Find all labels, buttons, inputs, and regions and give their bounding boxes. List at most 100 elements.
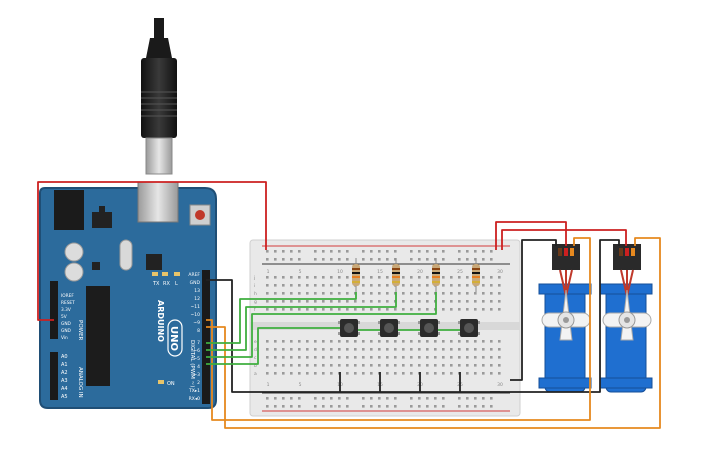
breadboard-hole[interactable] — [434, 397, 437, 400]
breadboard-hole[interactable] — [266, 356, 269, 359]
breadboard-hole[interactable] — [434, 372, 437, 375]
breadboard-hole[interactable] — [370, 258, 373, 261]
breadboard-hole[interactable] — [418, 308, 421, 311]
breadboard-hole[interactable] — [498, 372, 501, 375]
breadboard-hole[interactable] — [482, 340, 485, 343]
breadboard-hole[interactable] — [426, 397, 429, 400]
breadboard-hole[interactable] — [426, 292, 429, 295]
breadboard-hole[interactable] — [482, 300, 485, 303]
breadboard-hole[interactable] — [346, 250, 349, 253]
breadboard-hole[interactable] — [410, 364, 413, 367]
breadboard-hole[interactable] — [378, 276, 381, 279]
breadboard-hole[interactable] — [298, 300, 301, 303]
breadboard-hole[interactable] — [458, 300, 461, 303]
breadboard-hole[interactable] — [290, 250, 293, 253]
breadboard-hole[interactable] — [274, 348, 277, 351]
breadboard-hole[interactable] — [322, 308, 325, 311]
breadboard-hole[interactable] — [370, 356, 373, 359]
breadboard-hole[interactable] — [282, 292, 285, 295]
wire-servo1-red[interactable] — [495, 221, 567, 250]
breadboard-hole[interactable] — [290, 276, 293, 279]
breadboard-hole[interactable] — [274, 250, 277, 253]
wire-pin7-green[interactable] — [206, 292, 357, 344]
breadboard-hole[interactable] — [274, 364, 277, 367]
breadboard-hole[interactable] — [410, 348, 413, 351]
breadboard-hole[interactable] — [466, 372, 469, 375]
breadboard-hole[interactable] — [498, 276, 501, 279]
breadboard-hole[interactable] — [322, 276, 325, 279]
breadboard-hole[interactable] — [442, 405, 445, 408]
breadboard-hole[interactable] — [442, 308, 445, 311]
breadboard-hole[interactable] — [394, 364, 397, 367]
breadboard-hole[interactable] — [434, 250, 437, 253]
breadboard-hole[interactable] — [338, 292, 341, 295]
breadboard-hole[interactable] — [338, 340, 341, 343]
breadboard-hole[interactable] — [322, 364, 325, 367]
breadboard-hole[interactable] — [290, 258, 293, 261]
breadboard-hole[interactable] — [314, 292, 317, 295]
breadboard-hole[interactable] — [474, 397, 477, 400]
breadboard-hole[interactable] — [298, 308, 301, 311]
breadboard-hole[interactable] — [466, 364, 469, 367]
breadboard-hole[interactable] — [346, 258, 349, 261]
breadboard-hole[interactable] — [370, 292, 373, 295]
breadboard-hole[interactable] — [458, 348, 461, 351]
breadboard-hole[interactable] — [306, 364, 309, 367]
breadboard-hole[interactable] — [290, 372, 293, 375]
breadboard-hole[interactable] — [314, 276, 317, 279]
breadboard-hole[interactable] — [418, 284, 421, 287]
breadboard-hole[interactable] — [474, 258, 477, 261]
breadboard-hole[interactable] — [474, 405, 477, 408]
breadboard-hole[interactable] — [346, 340, 349, 343]
breadboard-hole[interactable] — [346, 284, 349, 287]
breadboard-hole[interactable] — [418, 276, 421, 279]
resistor-icon[interactable] — [352, 258, 360, 292]
breadboard-hole[interactable] — [482, 356, 485, 359]
breadboard-hole[interactable] — [322, 397, 325, 400]
breadboard-hole[interactable] — [282, 405, 285, 408]
breadboard-hole[interactable] — [346, 397, 349, 400]
breadboard-hole[interactable] — [410, 405, 413, 408]
breadboard-hole[interactable] — [346, 308, 349, 311]
breadboard-hole[interactable] — [274, 276, 277, 279]
breadboard-hole[interactable] — [298, 284, 301, 287]
breadboard-hole[interactable] — [322, 405, 325, 408]
breadboard-hole[interactable] — [410, 397, 413, 400]
wire-5v-red[interactable] — [37, 181, 267, 321]
breadboard-hole[interactable] — [298, 348, 301, 351]
breadboard-hole[interactable] — [394, 372, 397, 375]
breadboard-hole[interactable] — [482, 258, 485, 261]
breadboard-hole[interactable] — [418, 397, 421, 400]
breadboard-hole[interactable] — [354, 372, 357, 375]
breadboard-hole[interactable] — [282, 397, 285, 400]
breadboard-hole[interactable] — [466, 397, 469, 400]
breadboard-hole[interactable] — [346, 300, 349, 303]
breadboard-hole[interactable] — [378, 356, 381, 359]
breadboard-hole[interactable] — [330, 364, 333, 367]
breadboard-hole[interactable] — [274, 300, 277, 303]
breadboard-hole[interactable] — [410, 276, 413, 279]
breadboard-hole[interactable] — [434, 356, 437, 359]
pushbutton-icon[interactable] — [338, 319, 360, 337]
pushbutton-icon[interactable] — [378, 319, 400, 337]
breadboard-hole[interactable] — [370, 250, 373, 253]
breadboard-hole[interactable] — [282, 300, 285, 303]
breadboard-hole[interactable] — [450, 284, 453, 287]
breadboard-hole[interactable] — [362, 250, 365, 253]
breadboard-hole[interactable] — [418, 348, 421, 351]
breadboard-hole[interactable] — [402, 356, 405, 359]
breadboard-hole[interactable] — [498, 300, 501, 303]
breadboard-hole[interactable] — [394, 356, 397, 359]
breadboard-hole[interactable] — [490, 372, 493, 375]
breadboard-hole[interactable] — [426, 364, 429, 367]
breadboard-hole[interactable] — [330, 276, 333, 279]
breadboard-hole[interactable] — [458, 405, 461, 408]
breadboard-hole[interactable] — [386, 258, 389, 261]
breadboard-hole[interactable] — [346, 292, 349, 295]
breadboard-hole[interactable] — [362, 364, 365, 367]
breadboard-hole[interactable] — [410, 258, 413, 261]
breadboard-hole[interactable] — [290, 397, 293, 400]
breadboard-hole[interactable] — [386, 292, 389, 295]
breadboard-hole[interactable] — [362, 397, 365, 400]
breadboard-hole[interactable] — [362, 356, 365, 359]
